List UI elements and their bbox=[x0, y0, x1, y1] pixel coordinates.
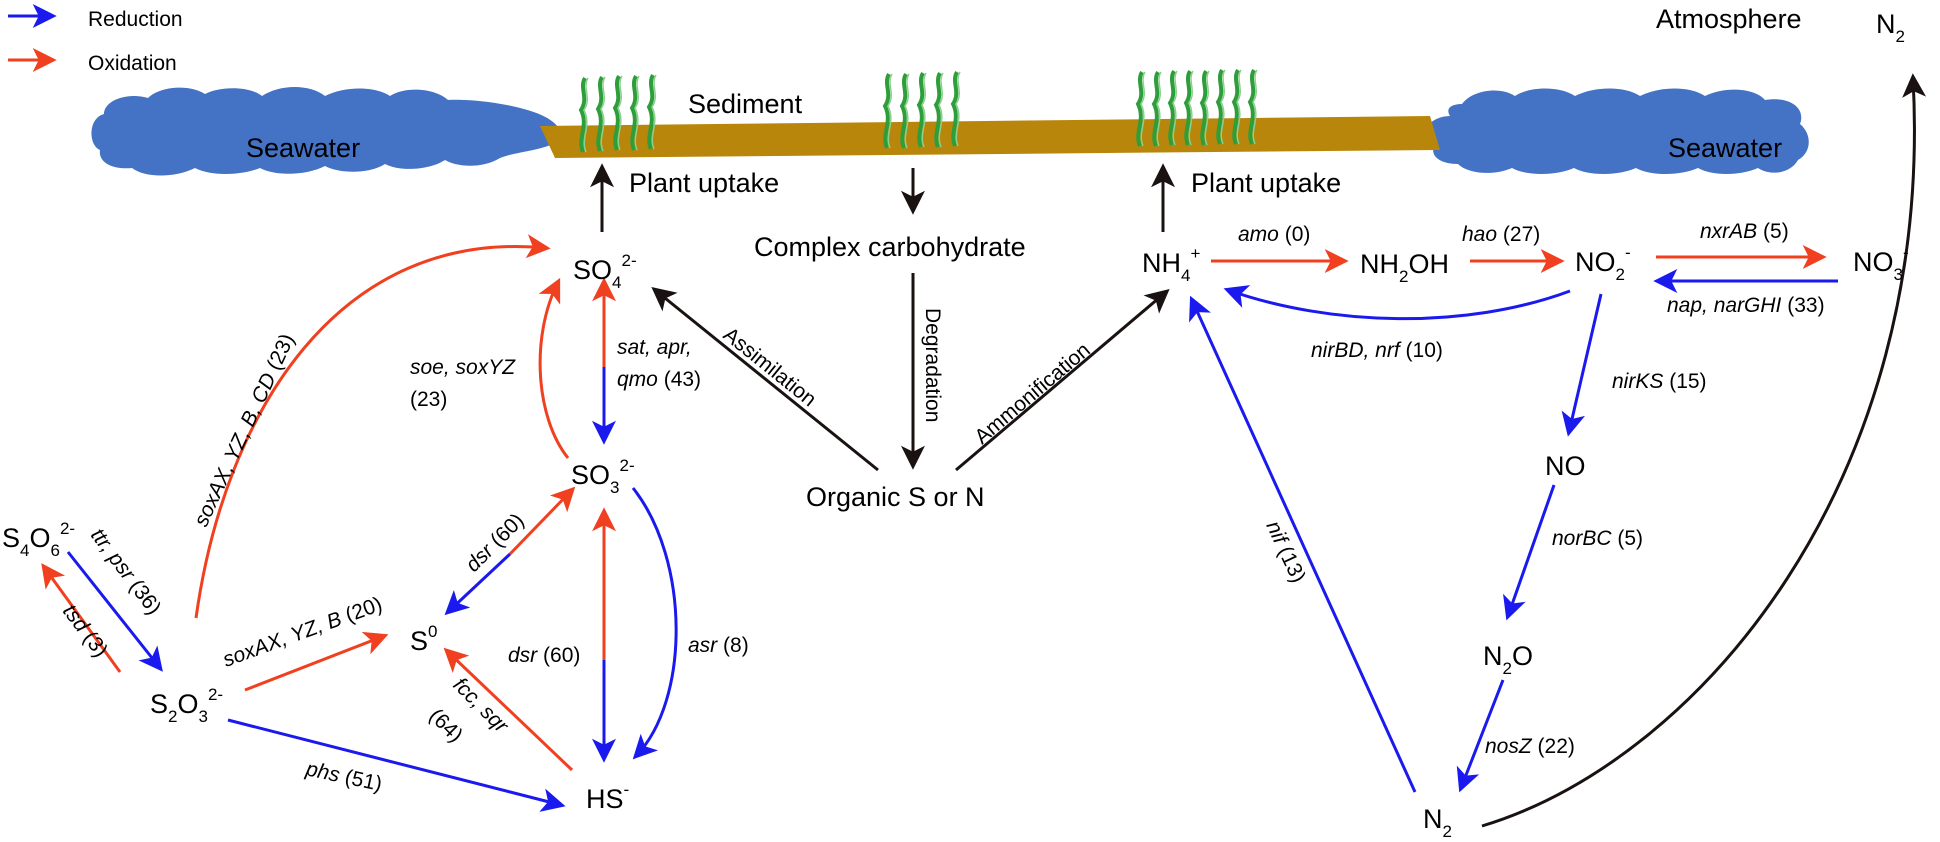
legend: Reduction Oxidation bbox=[8, 4, 183, 75]
ammonification-label: Ammonification bbox=[970, 338, 1094, 448]
gene-dsr-vertical: dsr (60) bbox=[508, 644, 580, 667]
sediment-band: Sediment bbox=[540, 89, 1440, 158]
assimilation-arrow bbox=[651, 287, 879, 472]
arrow-so3-to-hs bbox=[631, 487, 678, 760]
legend-oxidation-label: Oxidation bbox=[88, 52, 177, 75]
gene-amo: amo (0) bbox=[1238, 223, 1310, 246]
legend-reduction-label: Reduction bbox=[88, 8, 183, 31]
gene-hao: hao (27) bbox=[1462, 223, 1540, 246]
gene-nap: nap, narGHI (33) bbox=[1667, 294, 1825, 317]
seawater-right-label: Seawater bbox=[1668, 133, 1782, 163]
no-label: NO bbox=[1545, 451, 1586, 481]
sediment-label: Sediment bbox=[688, 89, 803, 119]
n2-bottom-label: N2 bbox=[1423, 804, 1452, 841]
arrow-s0-so3-red bbox=[508, 486, 576, 556]
ammonification-arrow bbox=[955, 288, 1170, 472]
gene-nirbd: nirBD, nrf (10) bbox=[1311, 339, 1443, 362]
n2-to-atmosphere-arrow bbox=[1481, 73, 1927, 828]
organic-s-or-n-label: Organic S or N bbox=[806, 482, 985, 512]
gene-sox-short: soxAX, YZ, B (20) bbox=[220, 593, 385, 672]
arrow-hs-to-s0 bbox=[443, 647, 574, 772]
gene-sox-long: soxAX, YZ, B, CD (23) bbox=[190, 330, 299, 530]
arrow-s4o6-to-s2o3 bbox=[66, 551, 163, 672]
seawater-right: Seawater bbox=[1421, 88, 1809, 174]
n2o-label: N2O bbox=[1483, 641, 1533, 678]
nh4-label: NH4+ bbox=[1142, 244, 1200, 285]
plant-uptake-left-label: Plant uptake bbox=[629, 168, 779, 198]
arrow-s2o3-to-hs bbox=[227, 718, 566, 812]
s4o6-label: S4O62- bbox=[2, 519, 75, 560]
nh2oh-label: NH2OH bbox=[1360, 249, 1449, 286]
gene-sat-line2: qmo (43) bbox=[617, 368, 701, 391]
gene-fcc-count: (64) bbox=[424, 704, 467, 747]
complex-carbohydrate-label: Complex carbohydrate bbox=[754, 232, 1026, 262]
no2-label: NO2- bbox=[1575, 243, 1631, 284]
gene-soe-count: (23) bbox=[410, 388, 447, 411]
sulfur-gene-labels: soxAX, YZ, B, CD (23) soe, soxYZ (23) sa… bbox=[58, 330, 749, 796]
arrow-n2-to-nh4 bbox=[1189, 295, 1417, 793]
gene-nirks: nirKS (15) bbox=[1612, 370, 1707, 393]
seawater-left: Seawater bbox=[91, 87, 561, 176]
degradation-label: Degradation bbox=[921, 308, 944, 422]
neutral-flows: Plant uptake Complex carbohydrate Degrad… bbox=[590, 73, 1927, 828]
arrow-no-to-n2o bbox=[1503, 484, 1556, 621]
so3-label: SO32- bbox=[571, 456, 635, 497]
gene-sat-line1: sat, apr, bbox=[617, 336, 692, 359]
nitrogen-species: NH4+ NH2OH NO2- NO3- NO N2O N2 N2 bbox=[1142, 9, 1909, 841]
sulfur-species: SO42- SO32- S0 HS- S4O62- S2O32- bbox=[2, 251, 637, 814]
gene-nxr: nxrAB (5) bbox=[1700, 220, 1789, 243]
gene-phs: phs (51) bbox=[303, 757, 384, 796]
arrow-s2o3-to-s0 bbox=[244, 631, 389, 692]
hs-label: HS- bbox=[586, 780, 629, 814]
arrow-s2o3-to-so4 bbox=[194, 234, 551, 619]
seawater-left-label: Seawater bbox=[246, 133, 360, 163]
assimilation-label: Assimilation bbox=[719, 323, 821, 411]
atmosphere-label: Atmosphere bbox=[1656, 4, 1802, 34]
so4-label: SO42- bbox=[573, 251, 637, 292]
no3-label: NO3- bbox=[1853, 243, 1909, 284]
nitrogen-gene-labels: amo (0) hao (27) nxrAB (5) nap, narGHI (… bbox=[1238, 220, 1825, 758]
nitrogen-arrows bbox=[1189, 245, 1838, 793]
gene-norbc: norBC (5) bbox=[1552, 527, 1643, 550]
plant-uptake-right-label: Plant uptake bbox=[1191, 168, 1341, 198]
n2-top-label: N2 bbox=[1876, 9, 1905, 46]
gene-nif: nif (13) bbox=[1261, 517, 1309, 586]
gene-asr: asr (8) bbox=[688, 634, 749, 657]
gene-ttr: ttr, psr (36) bbox=[86, 524, 165, 619]
arrow-n2o-to-n2 bbox=[1456, 679, 1505, 793]
arrow-no2-to-no bbox=[1561, 293, 1603, 437]
arrow-so3-to-so4 bbox=[538, 277, 570, 459]
arrow-s2o3-to-s4o6 bbox=[41, 563, 122, 673]
arrow-s0-so3-blue bbox=[444, 552, 512, 616]
s0-label: S0 bbox=[410, 622, 437, 656]
sulfur-arrows bbox=[41, 234, 678, 812]
arrow-no2-to-nh4 bbox=[1223, 285, 1571, 321]
gene-nosz: nosZ (22) bbox=[1485, 735, 1575, 758]
s2o3-label: S2O32- bbox=[150, 685, 223, 726]
gene-tsd: tsd (3) bbox=[58, 600, 112, 661]
gene-soe-line1: soe, soxYZ bbox=[410, 356, 516, 379]
